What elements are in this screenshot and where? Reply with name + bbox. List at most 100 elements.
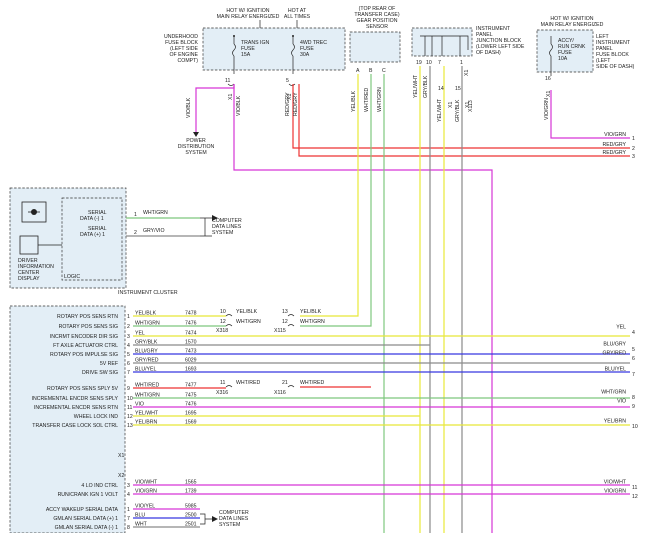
module-row-label: TRANSFER CASE LOCK SOL CTRL [32, 423, 118, 429]
module-row-pin: 9 [127, 386, 130, 392]
svg-text:19: 19 [416, 60, 422, 66]
label-red-gry-a: RED/GRY [285, 92, 291, 116]
right-mid-labels: YEL4BLU/GRY5GRY/RED6BLU/YEL7WHT/GRN8VIO9… [601, 325, 638, 501]
right-mid-label: YEL/BRN [604, 419, 626, 425]
wire-red-gry-2 [292, 84, 630, 149]
module-row-pin: 4 [127, 492, 130, 498]
module-row-label: ROTARY POS SENS RTN [57, 314, 118, 320]
wire-wht-grn-sensor [300, 74, 372, 327]
module-row-circuit: 1565 [185, 480, 197, 486]
svg-text:POWER: POWER [186, 138, 206, 144]
ipjb-pins: 19 10 7 1 X1 [416, 60, 470, 76]
left-ip-fuse-block [536, 29, 594, 73]
svg-text:TRANS IGN: TRANS IGN [241, 40, 269, 46]
svg-text:FUSE BLOCK: FUSE BLOCK [596, 52, 629, 58]
hot-all-times-1: HOT AT [288, 8, 307, 14]
gear-position-sensor-header: (TOP REAR OF TRANSFER CASE) GEAR POSITIO… [354, 6, 400, 30]
module-row-color: WHT/GRN [135, 393, 160, 399]
module-row-color: VIO/YEL [135, 504, 155, 510]
power-distribution-label: POWER DISTRIBUTION SYSTEM [178, 138, 215, 156]
svg-text:(LOWER LEFT SIDE: (LOWER LEFT SIDE [476, 44, 525, 50]
wire-yel-blk-sensor [300, 74, 359, 317]
module-row-color: BLU/GRY [135, 349, 158, 355]
pin-x1-a: X1 [228, 94, 234, 100]
svg-text:A: A [356, 68, 360, 74]
svg-text:FUSE BLOCK: FUSE BLOCK [165, 40, 198, 46]
svg-text:INFORMATION: INFORMATION [18, 264, 54, 270]
svg-text:INSTRUMENT: INSTRUMENT [476, 26, 511, 32]
module-row-label: ROTARY POS IMPULSE SIG [50, 352, 118, 358]
module-row-label: GMLAN SERIAL DATA (-) 1 [55, 525, 118, 531]
svg-text:OF DASH): OF DASH) [476, 50, 501, 56]
underhood-header-1: HOT W/ IGNITION [226, 8, 269, 14]
module-row-color: VIO/WHT [135, 480, 158, 486]
svg-text:(LEFT SIDE: (LEFT SIDE [170, 46, 198, 52]
svg-text:PANEL: PANEL [476, 32, 493, 38]
cluster-pin-1: 1 [134, 212, 137, 218]
module-row-pin: 1 [127, 314, 130, 320]
right-mid-label: VIO [617, 399, 626, 405]
svg-text:C: C [382, 68, 386, 74]
label-ipjb-yel-wht: YEL/WHT [413, 74, 419, 98]
module-row-circuit: 1693 [185, 367, 197, 373]
underhood-desc: UNDERHOOD FUSE BLOCK (LEFT SIDE OF ENGIN… [164, 34, 199, 64]
serial-data-minus: SERIAL DATA (-) 1 [80, 210, 107, 222]
module-row-label: GMLAN SERIAL DATA (+) 1 [53, 516, 118, 522]
label-cluster-wht-grn: WHT/GRN [143, 210, 168, 216]
svg-text:11: 11 [220, 380, 225, 386]
svg-text:DATA (+) 1: DATA (+) 1 [80, 232, 105, 238]
svg-text:7: 7 [438, 60, 441, 66]
transfer-case-control-module [9, 305, 126, 533]
splice-group-1: 10 12 X318 YEL/BLK WHT/GRN 13 12 X115 YE… [216, 309, 325, 334]
svg-text:YEL/BLK: YEL/BLK [300, 309, 322, 315]
module-row-label: INCREMENTAL ENCDR SENS SPLY [32, 396, 119, 402]
svg-text:SIDE OF DASH): SIDE OF DASH) [596, 64, 635, 70]
svg-text:SYSTEM: SYSTEM [219, 522, 240, 528]
ipjb-pin-15: 15 [455, 86, 461, 92]
svg-text:DATA LINES: DATA LINES [219, 516, 249, 522]
dic-display-icon [21, 201, 47, 223]
svg-text:X318: X318 [216, 328, 228, 334]
right-mid-num: 10 [632, 424, 638, 430]
ipjb-desc: INSTRUMENT PANEL JUNCTION BLOCK (LOWER L… [476, 26, 525, 56]
cluster-computer-label: COMPUTER DATA LINES SYSTEM [212, 218, 242, 236]
right-mid-label: GRY/RED [602, 351, 626, 357]
svg-text:DISTRIBUTION: DISTRIBUTION [178, 144, 215, 150]
wire-vio-grn-left [550, 90, 630, 139]
left-ipfb-header-1: HOT W/ IGNITION [550, 16, 593, 22]
svg-text:SYSTEM: SYSTEM [212, 230, 233, 236]
module-row-color: VIO [135, 402, 144, 408]
label-ipjb-gry-blk-2: GRY/BLK [455, 99, 461, 122]
svg-text:1: 1 [632, 136, 635, 142]
serial-data-plus: SERIAL DATA (+) 1 [80, 226, 107, 238]
svg-text:SENSOR: SENSOR [366, 24, 388, 30]
hot-all-times-2: ALL TIMES [284, 14, 311, 20]
module-row-circuit: 2501 [185, 522, 197, 528]
label-wht-grn: WHT/GRN [377, 87, 383, 112]
svg-text:1: 1 [460, 60, 463, 66]
right-mid-num: 5 [632, 347, 635, 353]
module-row-pin: 2 [127, 324, 130, 330]
module-row-pin: 1 [127, 507, 130, 513]
module-row-color: VIO/GRN [135, 489, 157, 495]
module-row-circuit: 7478 [185, 311, 197, 317]
right-mid-label: BLU/YEL [605, 367, 626, 373]
label-cluster-gry-vio: GRY/VIO [143, 228, 165, 234]
svg-text:12: 12 [220, 319, 226, 325]
ipjb-x1-a: X1 [448, 102, 454, 108]
module-row-circuit: 7475 [185, 393, 197, 399]
svg-text:RUN CRNK: RUN CRNK [558, 44, 586, 50]
module-row-label: INCREMENTAL ENCDR SENS RTN [34, 405, 118, 411]
svg-text:(TOP REAR OF: (TOP REAR OF [359, 6, 396, 12]
module-row-label: WHEEL LOCK IND [74, 414, 118, 420]
module-row-color: YEL/BRN [135, 420, 157, 426]
svg-text:PANEL: PANEL [596, 46, 613, 52]
module-row-circuit: 7476 [185, 321, 197, 327]
label-wht-red: WHT/RED [364, 88, 370, 112]
cluster-pin-2: 2 [134, 230, 137, 236]
underhood-header-2: MAIN RELAY ENERGIZED [217, 14, 280, 20]
instrument-cluster-title: INSTRUMENT CLUSTER [118, 290, 178, 296]
svg-text:JUNCTION BLOCK: JUNCTION BLOCK [476, 38, 522, 44]
gear-sensor-pins: A B C [356, 68, 386, 74]
